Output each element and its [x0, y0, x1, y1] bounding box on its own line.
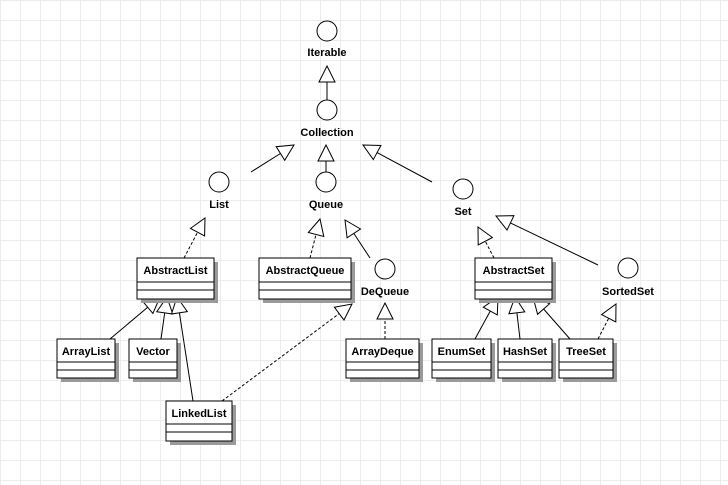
interface-set[interactable]: Set — [452, 178, 474, 218]
edge-arraydeque-dequeue — [376, 301, 394, 339]
interface-collection[interactable]: Collection — [300, 99, 354, 139]
edge-line — [309, 234, 317, 259]
edge-treeset-sortedset — [597, 303, 617, 340]
hollow-arrow-icon — [317, 143, 335, 162]
interface-circle-icon — [617, 257, 639, 279]
edge-line — [516, 312, 521, 340]
class-enumset[interactable]: EnumSet — [431, 338, 495, 382]
edge-line — [353, 233, 371, 259]
interface-label: Collection — [300, 127, 353, 139]
interface-circle-icon — [208, 171, 230, 193]
class-arraylist[interactable]: ArrayList — [56, 338, 119, 382]
class-label: AbstractList — [143, 265, 208, 277]
edge-abstractset-set — [477, 226, 495, 259]
edge-abstractlist-list — [183, 217, 206, 259]
class-label: ArrayDeque — [351, 346, 413, 358]
interface-circle-icon — [316, 99, 338, 121]
class-hashset[interactable]: HashSet — [497, 338, 556, 382]
class-label: LinkedList — [171, 408, 226, 420]
hollow-arrow-icon — [318, 64, 336, 83]
interface-label: Set — [454, 206, 471, 218]
edge-hashset-abstractset — [508, 295, 526, 340]
edge-arraylist-abstractlist — [109, 296, 161, 340]
edge-line — [376, 152, 433, 183]
edge-list-collection — [250, 144, 295, 173]
hollow-arrow-icon — [477, 226, 494, 246]
class-label: AbstractQueue — [266, 265, 345, 277]
edge-line — [250, 153, 281, 173]
interface-label: Iterable — [307, 47, 346, 59]
diagram-nodes: Iterable Collection List Queue Set DeQue… — [56, 20, 654, 445]
interface-queue[interactable]: Queue — [309, 171, 343, 211]
interface-dequeue[interactable]: DeQueue — [361, 258, 409, 298]
interface-label: SortedSet — [602, 286, 654, 298]
edge-line — [510, 222, 599, 266]
edge-line — [221, 313, 340, 402]
interface-circle-icon — [374, 258, 396, 280]
edge-sortedset-set — [494, 215, 599, 266]
hollow-arrow-icon — [376, 301, 394, 320]
edge-line — [484, 240, 495, 259]
edge-enumset-abstractset — [474, 296, 499, 340]
edge-line — [178, 312, 194, 402]
hollow-arrow-icon — [344, 219, 362, 239]
hollow-arrow-icon — [508, 295, 526, 315]
interface-iterable[interactable]: Iterable — [307, 20, 347, 59]
edge-treeset-abstractset — [532, 296, 571, 340]
class-vector[interactable]: Vector — [128, 338, 181, 382]
hollow-arrow-icon — [155, 295, 174, 315]
interface-label: Queue — [309, 199, 343, 211]
edge-abstractqueue-queue — [307, 217, 325, 259]
class-label: AbstractSet — [483, 265, 545, 277]
class-label: ArrayList — [62, 346, 111, 358]
edge-line — [597, 317, 610, 340]
hollow-arrow-icon — [170, 295, 189, 315]
edge-line — [474, 310, 491, 340]
interface-label: DeQueue — [361, 286, 409, 298]
class-treeset[interactable]: TreeSet — [558, 338, 617, 382]
class-abstractset[interactable]: AbstractSet — [474, 257, 556, 303]
class-label: TreeSet — [566, 346, 606, 358]
edge-collection-iterable — [318, 64, 336, 100]
class-label: HashSet — [503, 346, 547, 358]
hollow-arrow-icon — [333, 303, 353, 321]
edge-linkedlist-abstractlist — [170, 295, 194, 402]
edge-line — [109, 306, 149, 340]
interface-circle-icon — [316, 20, 338, 42]
class-label: Vector — [136, 346, 170, 358]
interface-label: List — [209, 199, 229, 211]
edge-set-collection — [362, 144, 433, 183]
edge-line — [160, 312, 166, 340]
edge-line — [543, 308, 571, 340]
class-arraydeque[interactable]: ArrayDeque — [345, 338, 423, 382]
hollow-arrow-icon — [275, 144, 295, 162]
hollow-arrow-icon — [189, 217, 206, 237]
hollow-arrow-icon — [494, 215, 515, 232]
class-linkedlist[interactable]: LinkedList — [165, 400, 236, 445]
edge-linkedlist-dequeue — [221, 303, 353, 402]
interface-list[interactable]: List — [208, 171, 230, 211]
class-abstractlist[interactable]: AbstractList — [136, 257, 218, 303]
class-label: EnumSet — [438, 346, 486, 358]
interface-circle-icon — [452, 178, 474, 200]
hollow-arrow-icon — [362, 144, 382, 161]
hollow-arrow-icon — [600, 303, 617, 323]
edge-line — [183, 231, 199, 259]
hollow-arrow-icon — [307, 217, 325, 238]
class-abstractqueue[interactable]: AbstractQueue — [258, 257, 355, 303]
interface-sortedset[interactable]: SortedSet — [602, 257, 654, 298]
edge-dequeue-queue — [344, 219, 371, 259]
edge-vector-abstractlist — [155, 295, 174, 340]
interface-circle-icon — [315, 171, 337, 193]
edge-queue-collection — [317, 143, 335, 172]
